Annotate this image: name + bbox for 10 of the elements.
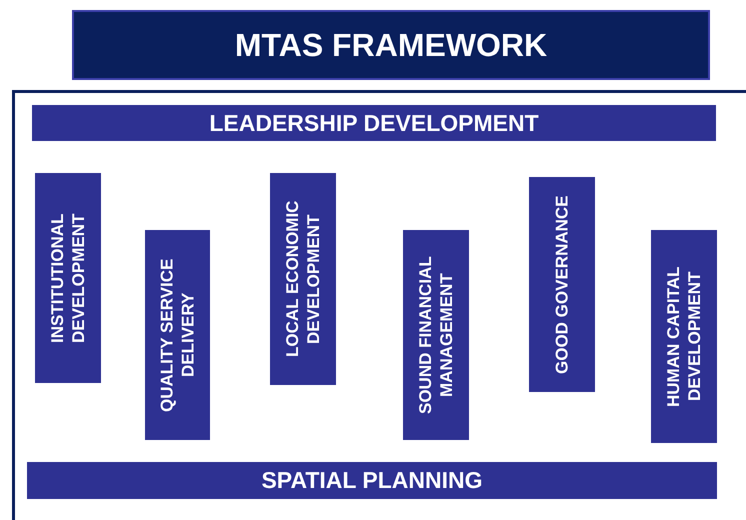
pillar-box: LOCAL ECONOMIC DEVELOPMENT [270,173,336,385]
pillar-box: HUMAN CAPITAL DEVELOPMENT [651,230,717,443]
frame-border [12,90,746,520]
pillar-box: GOOD GOVERNANCE [529,177,595,392]
banner-box: SPATIAL PLANNING [27,462,717,499]
pillar-box: INSTITUTIONAL DEVELOPMENT [35,173,101,383]
pillar-box: QUALITY SERVICE DELIVERY [145,230,210,440]
title-banner: MTAS FRAMEWORK [72,10,710,80]
banner-box: LEADERSHIP DEVELOPMENT [32,105,716,141]
pillar-box: SOUND FINANCIAL MANAGEMENT [403,230,469,440]
